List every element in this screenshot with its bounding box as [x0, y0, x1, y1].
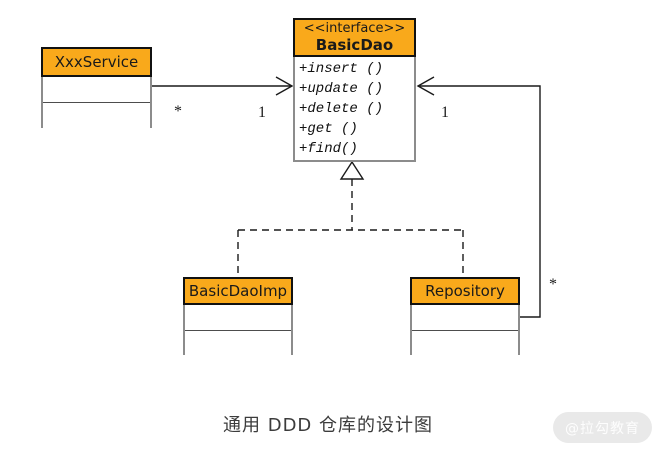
multiplicity-service-star: * — [174, 103, 182, 120]
class-basicdaoimp-name: BasicDaoImp — [188, 282, 288, 300]
multiplicity-dao-one: 1 — [441, 104, 449, 121]
class-basicdaoimp: BasicDaoImp — [183, 277, 293, 355]
class-basicdaoimp-header: BasicDaoImp — [183, 277, 293, 305]
multiplicity-repo-star: * — [549, 276, 557, 293]
class-basicdaoimp-attributes — [185, 305, 291, 330]
class-basicdao-stereotype: <<interface>> — [303, 21, 406, 36]
class-repository-operations — [412, 330, 518, 355]
open-arrowhead-right-icon — [416, 76, 435, 96]
diagram-caption: 通用 DDD 仓库的设计图 — [222, 415, 434, 436]
class-basicdao-name: BasicDao — [315, 36, 394, 54]
generalization-triangle-icon — [339, 160, 365, 180]
method-get: +get () — [299, 121, 358, 137]
class-repository: Repository — [410, 277, 520, 355]
class-basicdao-header: <<interface>> BasicDao — [293, 18, 416, 57]
class-xxxservice-name: XxxService — [54, 53, 139, 71]
watermark-badge: @拉勾教育 — [553, 412, 652, 443]
realization-dashed-lines — [237, 179, 464, 276]
class-xxxservice-operations — [43, 102, 150, 128]
class-repository-attributes — [412, 305, 518, 330]
class-basicdaoimp-operations — [185, 330, 291, 355]
association-repo-dao-line — [418, 85, 541, 318]
class-basicdao: <<interface>> BasicDao +insert () +updat… — [293, 18, 416, 162]
class-xxxservice-header: XxxService — [41, 47, 152, 77]
class-basicdao-operations: +insert () +update () +delete () +get ()… — [295, 57, 414, 162]
method-update: +update () — [299, 81, 384, 97]
method-find: +find() — [299, 141, 358, 157]
class-repository-name: Repository — [425, 282, 505, 300]
class-xxxservice-attributes — [43, 77, 150, 102]
open-arrowhead-left-icon — [275, 76, 294, 96]
multiplicity-service-one: 1 — [258, 104, 266, 121]
class-xxxservice: XxxService — [41, 47, 152, 128]
method-delete: +delete () — [299, 101, 384, 117]
class-repository-header: Repository — [410, 277, 520, 305]
method-insert: +insert () — [299, 61, 384, 77]
